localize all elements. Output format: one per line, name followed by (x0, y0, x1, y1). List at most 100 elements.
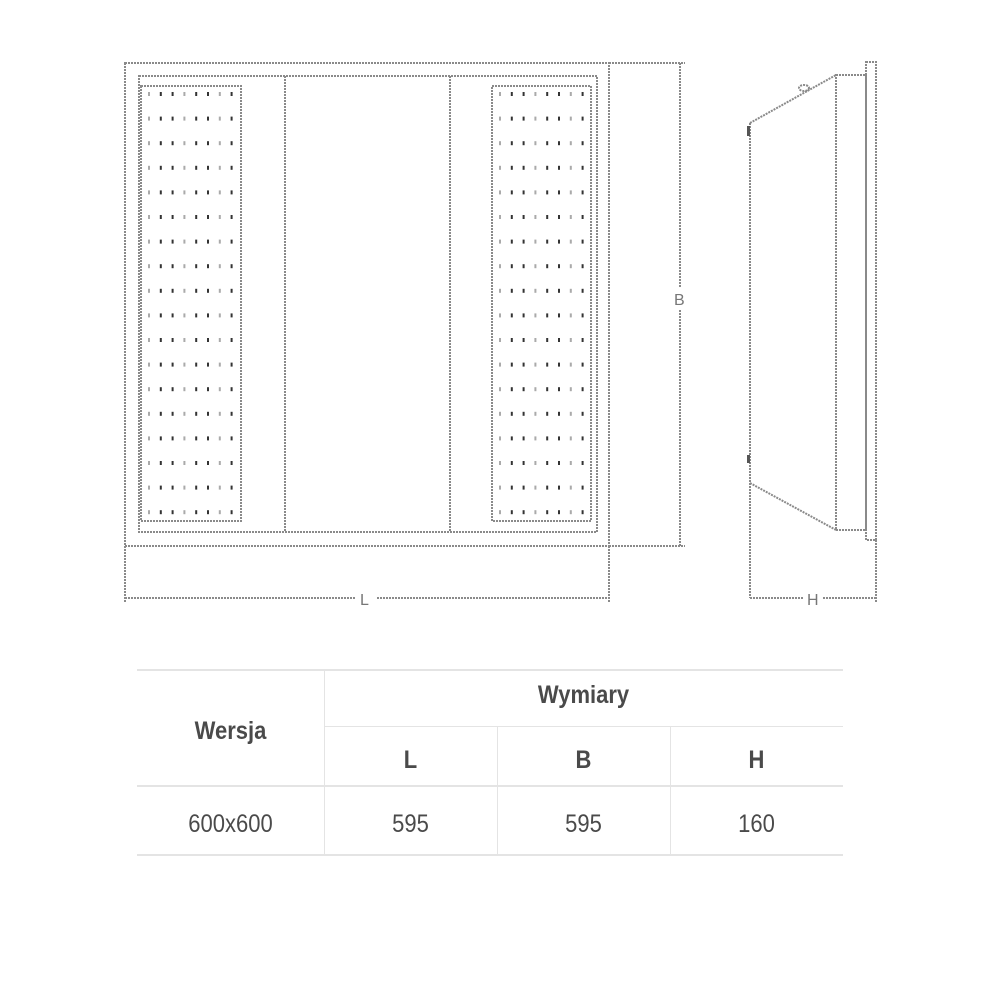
header-h: H (748, 746, 765, 774)
perforation-hole (569, 141, 572, 146)
perforation-hole (148, 116, 150, 121)
perforation-hole (581, 215, 584, 219)
perforation-hole (510, 485, 513, 490)
perforation-hole (499, 141, 501, 146)
perforation-hole (148, 510, 150, 515)
perforation-hole (581, 461, 584, 465)
perforation-hole (195, 165, 198, 170)
perforation-hole (522, 313, 525, 318)
perforation-hole (218, 387, 221, 392)
perforation-hole (218, 338, 221, 342)
perforation-hole (159, 338, 162, 342)
perforation-hole (558, 436, 560, 441)
perforation-hole (522, 411, 525, 416)
perforation-hole (230, 387, 233, 392)
perforation-hole (159, 288, 162, 293)
perforation-hole (230, 116, 233, 121)
perforation-hole (148, 485, 150, 490)
perforation-hole (581, 362, 584, 367)
perforation-hole (581, 313, 584, 318)
perforation-hole (171, 338, 174, 342)
perforation-hole (183, 190, 186, 195)
perforation-hole (148, 436, 150, 441)
perforation-hole (171, 485, 174, 490)
perforation-hole (522, 288, 525, 293)
perforation-hole (195, 436, 198, 441)
perforation-hole (510, 264, 513, 269)
perforation-hole (183, 362, 186, 367)
dimension-l: L (124, 546, 610, 609)
perforation-hole (207, 313, 209, 318)
perforation-hole (218, 239, 221, 244)
perforation-hole (171, 190, 174, 195)
perforation-hole (195, 92, 198, 96)
perforation-hole (558, 510, 560, 515)
perforation-hole (195, 264, 198, 269)
perforation-hole (546, 338, 549, 342)
perforation-hole (183, 288, 186, 293)
perforation-hole (569, 288, 572, 293)
perforation-hole (183, 510, 186, 515)
perforation-hole (522, 141, 525, 146)
perforation-hole (534, 338, 537, 342)
perforation-hole (218, 92, 221, 96)
perforation-hole (510, 288, 513, 293)
perforation-hole (522, 165, 525, 170)
perforation-hole (522, 436, 525, 441)
perforation-hole (218, 313, 221, 318)
perforation-hole (546, 387, 549, 392)
perforation-hole (499, 461, 501, 465)
header-dimensions: Wymiary (537, 681, 630, 709)
perforation-hole (499, 92, 501, 96)
perforation-hole (581, 485, 584, 490)
perforation-hole (183, 411, 186, 416)
perforation-hole (569, 92, 572, 96)
perforation-hole (207, 116, 209, 121)
perforation-hole (522, 92, 525, 96)
perforation-hole (534, 461, 537, 465)
header-version: Wersja (194, 717, 267, 745)
perforation-hole (522, 264, 525, 269)
perforation-hole (546, 239, 549, 244)
perforation-hole (569, 387, 572, 392)
perforation-hole (569, 411, 572, 416)
perforation-hole (195, 411, 198, 416)
perforation-hole (195, 338, 198, 342)
perforation-hole (558, 165, 560, 170)
perforation-hole (171, 165, 174, 170)
perforation-dots-left (148, 92, 233, 515)
perforation-hole (195, 190, 198, 195)
perforation-hole (218, 190, 221, 195)
perforation-hole (218, 436, 221, 441)
perforation-hole (148, 239, 150, 244)
perforation-hole (546, 165, 549, 170)
perforation-hole (207, 411, 209, 416)
perforation-hole (230, 510, 233, 515)
dimension-label-l: L (360, 592, 369, 609)
perforation-hole (207, 190, 209, 195)
perforated-panel-right (491, 85, 592, 522)
perforation-hole (546, 264, 549, 269)
perforation-hole (569, 165, 572, 170)
perforation-hole (207, 264, 209, 269)
perforated-panel-left (140, 85, 242, 522)
perforation-hole (522, 116, 525, 121)
perforation-hole (171, 510, 174, 515)
perforation-hole (522, 387, 525, 392)
perforation-hole (183, 461, 186, 465)
perforation-hole (159, 239, 162, 244)
perforation-hole (522, 461, 525, 465)
perforation-hole (183, 264, 186, 269)
perforation-hole (195, 313, 198, 318)
perforation-hole (534, 313, 537, 318)
perforation-hole (207, 387, 209, 392)
perforation-hole (546, 362, 549, 367)
perforation-hole (569, 436, 572, 441)
perforation-dots-right (499, 92, 584, 515)
perforation-hole (499, 239, 501, 244)
perforation-hole (546, 510, 549, 515)
perforation-hole (546, 485, 549, 490)
perforation-hole (148, 190, 150, 195)
cell-b: 595 (565, 810, 602, 838)
perforation-hole (195, 485, 198, 490)
